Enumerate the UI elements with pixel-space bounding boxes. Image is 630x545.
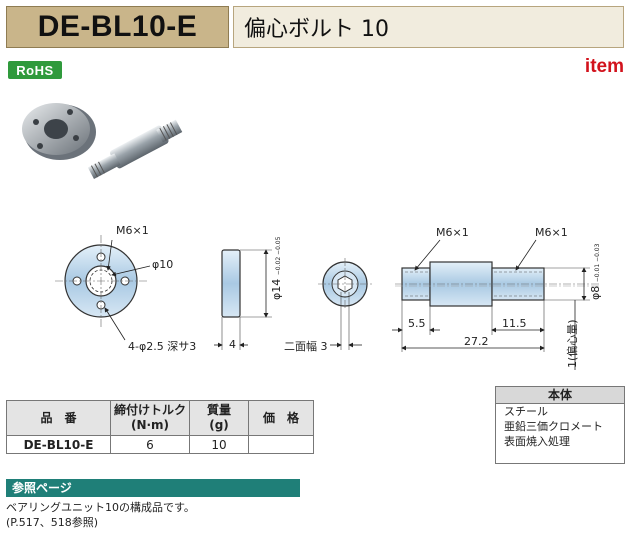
label-flats: 二面幅 3 [284,340,328,353]
product-name: 偏心ボルト 10 [233,6,624,48]
label-len-27-2: 27.2 [464,335,489,348]
product-code: DE-BL10-E [6,6,229,48]
product-photo [22,103,183,179]
brand-logo: item [584,56,624,77]
reference-line: (P.517、518参照) [6,516,98,529]
col-header-mass: 質量 (g) [189,400,249,436]
label-holes: 4-φ2.5 深サ3 [128,340,197,353]
label-eccentricity: 1(偏心量) [566,319,579,368]
reference-line: ベアリングユニット10の構成品です。 [6,501,195,514]
table-row: DE-BL10-E 6 10 [6,435,314,454]
col-header-price: 価 格 [248,400,314,436]
material-box: 本体 スチール 亜鉛三価クロメート 表面焼入処理 [495,386,625,464]
cell-torque: 6 [110,435,190,454]
spec-table: 品 番 締付けトルク (N·m) 質量 (g) 価 格 DE-BL10-E 6 … [6,400,314,454]
bolt-end-view [318,258,372,350]
label-phi14: φ14 −0.02 −0.05 [270,236,283,300]
label-width-4: 4 [229,338,236,351]
label-phi8: φ8 −0.01 −0.03 [589,243,602,300]
label-len-11-5: 11.5 [502,317,527,330]
material-line: 表面焼入処理 [504,435,570,448]
reference-title: 参照ページ [6,479,300,497]
label-m6-front: M6×1 [116,224,149,237]
material-line: スチール [504,405,548,418]
label-m6-left: M6×1 [436,226,469,239]
reference-text: ベアリングユニット10の構成品です。 (P.517、518参照) [6,500,195,530]
technical-drawing [55,235,600,370]
bolt-side-view [392,239,600,370]
col-header-torque: 締付けトルク (N·m) [110,400,190,436]
label-m6-right: M6×1 [535,226,568,239]
cell-mass: 10 [189,435,249,454]
material-line: 亜鉛三価クロメート [504,420,603,433]
nut-side-view [214,249,272,350]
material-header: 本体 [496,387,624,404]
nut-front-view [55,235,151,341]
cell-price [248,435,314,454]
rohs-badge: RoHS [8,61,62,79]
col-header-code: 品 番 [6,400,111,436]
cell-code: DE-BL10-E [6,435,111,454]
label-phi10: φ10 [152,258,174,271]
label-len-5-5: 5.5 [408,317,426,330]
